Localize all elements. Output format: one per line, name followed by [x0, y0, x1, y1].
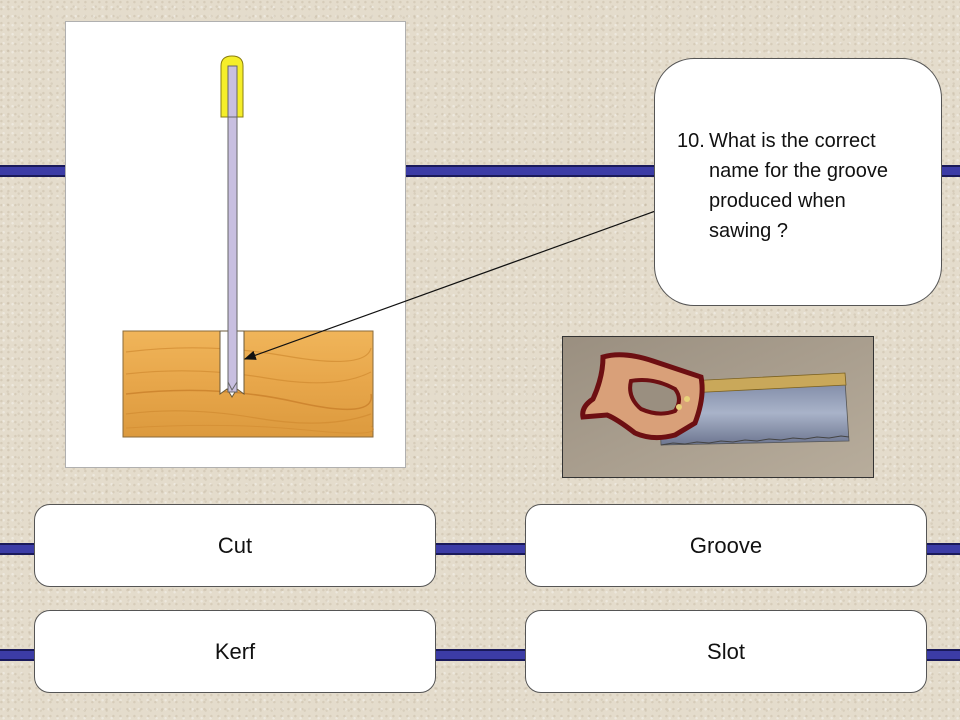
decorative-bar — [927, 649, 960, 661]
decorative-bar — [927, 543, 960, 555]
decorative-bar — [436, 649, 526, 661]
decorative-bar — [0, 165, 66, 177]
answer-option-cut[interactable]: Cut — [34, 504, 436, 587]
answer-label: Groove — [689, 532, 763, 558]
question-line: produced when — [709, 190, 846, 212]
answer-label: Cut — [217, 532, 253, 558]
answer-option-kerf[interactable]: Kerf — [34, 610, 436, 693]
decorative-bar — [0, 543, 35, 555]
answer-label: Kerf — [214, 638, 256, 664]
answer-option-slot[interactable]: Slot — [525, 610, 927, 693]
question-box: 10. What is the correct name for the gro… — [654, 58, 942, 306]
answer-option-groove[interactable]: Groove — [525, 504, 927, 587]
decorative-bar — [0, 649, 35, 661]
question-line: What is the correct — [709, 130, 876, 152]
answer-label: Slot — [707, 638, 745, 664]
decorative-bar — [942, 165, 960, 177]
decorative-bar — [436, 543, 526, 555]
question-number: 10. — [677, 130, 705, 152]
tenon-saw-photo — [562, 336, 874, 478]
question-line: name for the groove — [709, 160, 888, 182]
question-line: sawing ? — [709, 220, 788, 242]
decorative-bar — [406, 165, 654, 177]
wood-block — [122, 330, 374, 438]
saw-cut-diagram — [65, 21, 406, 468]
